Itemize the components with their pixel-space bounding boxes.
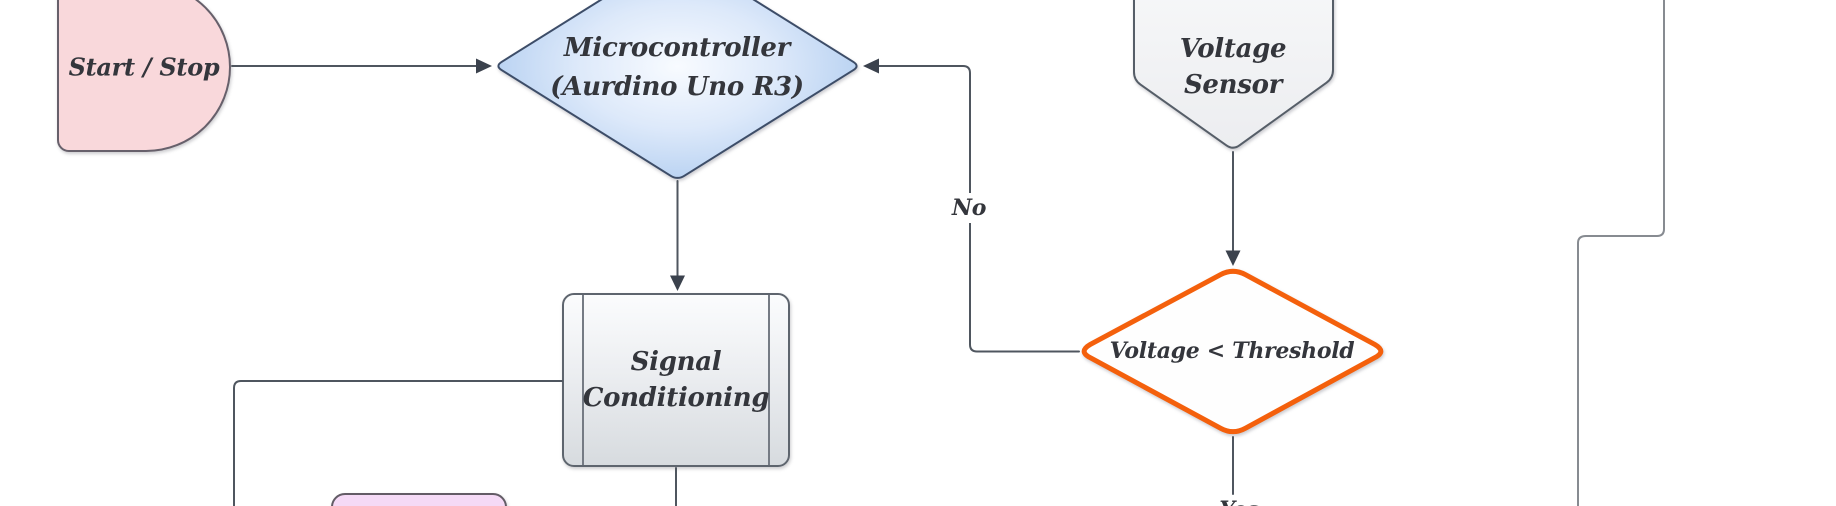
microcontroller-label-line2: (Aurdino Uno R3) (550, 72, 804, 102)
arrowhead-into-microcontroller-right (863, 58, 879, 74)
voltage-threshold-label: Voltage < Threshold (1109, 338, 1355, 364)
signal-conditioning-label: Signal Conditioning (583, 344, 770, 416)
predefined-process-left-bar (582, 295, 584, 465)
edge-label-yes: Yes (1219, 497, 1259, 506)
voltage-sensor-node[interactable] (1133, 0, 1334, 149)
start-stop-node[interactable] (57, 0, 231, 152)
arrowhead-into-microcontroller-left (476, 58, 492, 74)
microcontroller-label: Microcontroller (Aurdino Uno R3) (550, 29, 804, 107)
voltage-sensor-label-line1: Voltage (1179, 34, 1287, 64)
voltage-sensor-label: Voltage Sensor (1179, 31, 1287, 103)
arrowhead-into-threshold-top (1225, 250, 1241, 266)
signal-conditioning-label-line2: Conditioning (582, 383, 770, 413)
signal-conditioning-label-line1: Signal (630, 347, 722, 377)
voltage-threshold-node[interactable] (1081, 268, 1384, 435)
microcontroller-label-line1: Microcontroller (563, 33, 791, 63)
connector-signal-left-loop[interactable] (233, 380, 563, 506)
signal-conditioning-node[interactable] (562, 293, 790, 467)
start-stop-label: Start / Stop (68, 52, 220, 82)
predefined-process-right-bar (768, 295, 770, 465)
voltage-sensor-label-line2: Sensor (1183, 70, 1283, 100)
arrowhead-into-signal-top (670, 275, 685, 291)
connector-right-offscreen[interactable] (1577, 0, 1665, 506)
edge-label-no: No (948, 193, 990, 223)
microcontroller-node[interactable] (497, 0, 858, 179)
